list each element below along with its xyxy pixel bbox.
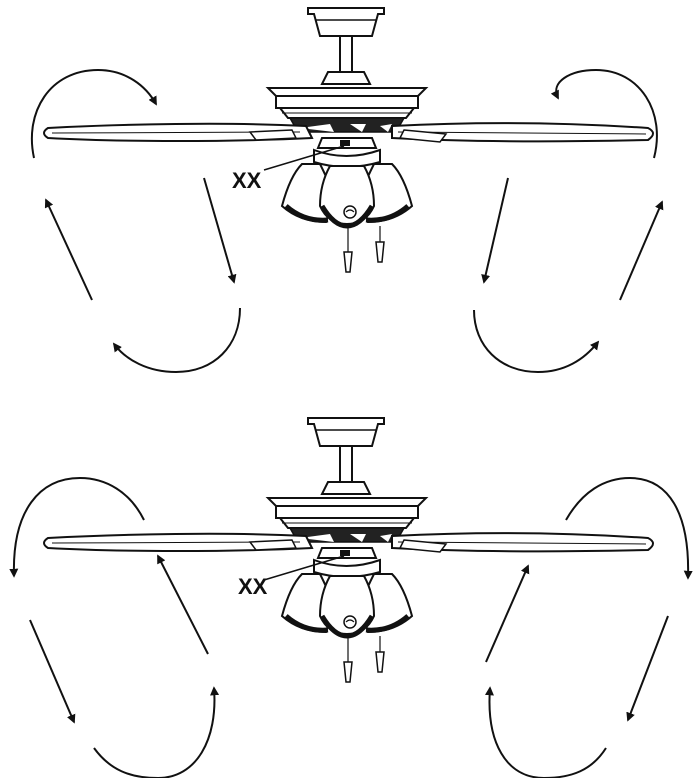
arrow-right-up: [485, 564, 530, 663]
ceiling-fan-illustration: [44, 8, 653, 272]
airflow-arrows: [30, 68, 664, 374]
arrow-left-top-curve: [30, 68, 157, 159]
arrow-left-bottom-curve: [93, 686, 220, 778]
arrow-right-down: [481, 177, 509, 284]
arrow-left-down: [29, 619, 76, 724]
fan-top: XX: [30, 8, 664, 374]
arrow-right-top-curve: [565, 476, 693, 580]
switch-label: XX: [238, 574, 268, 599]
arrow-left-bottom-curve: [112, 307, 241, 374]
ceiling-fan-illustration: [44, 418, 653, 682]
arrow-right-up: [619, 200, 664, 301]
arrow-right-down: [626, 615, 669, 722]
arrow-right-top-curve: [550, 68, 658, 159]
arrow-left-down: [203, 177, 237, 284]
arrow-left-top-curve: [9, 476, 145, 578]
switch-label: XX: [232, 168, 262, 193]
arrow-left-up: [157, 554, 209, 655]
arrow-right-bottom-curve: [473, 309, 600, 374]
arrow-left-up: [44, 198, 93, 301]
fan-bottom: XX: [9, 418, 693, 778]
airflow-arrows: [9, 476, 693, 778]
arrow-right-bottom-curve: [484, 686, 607, 778]
